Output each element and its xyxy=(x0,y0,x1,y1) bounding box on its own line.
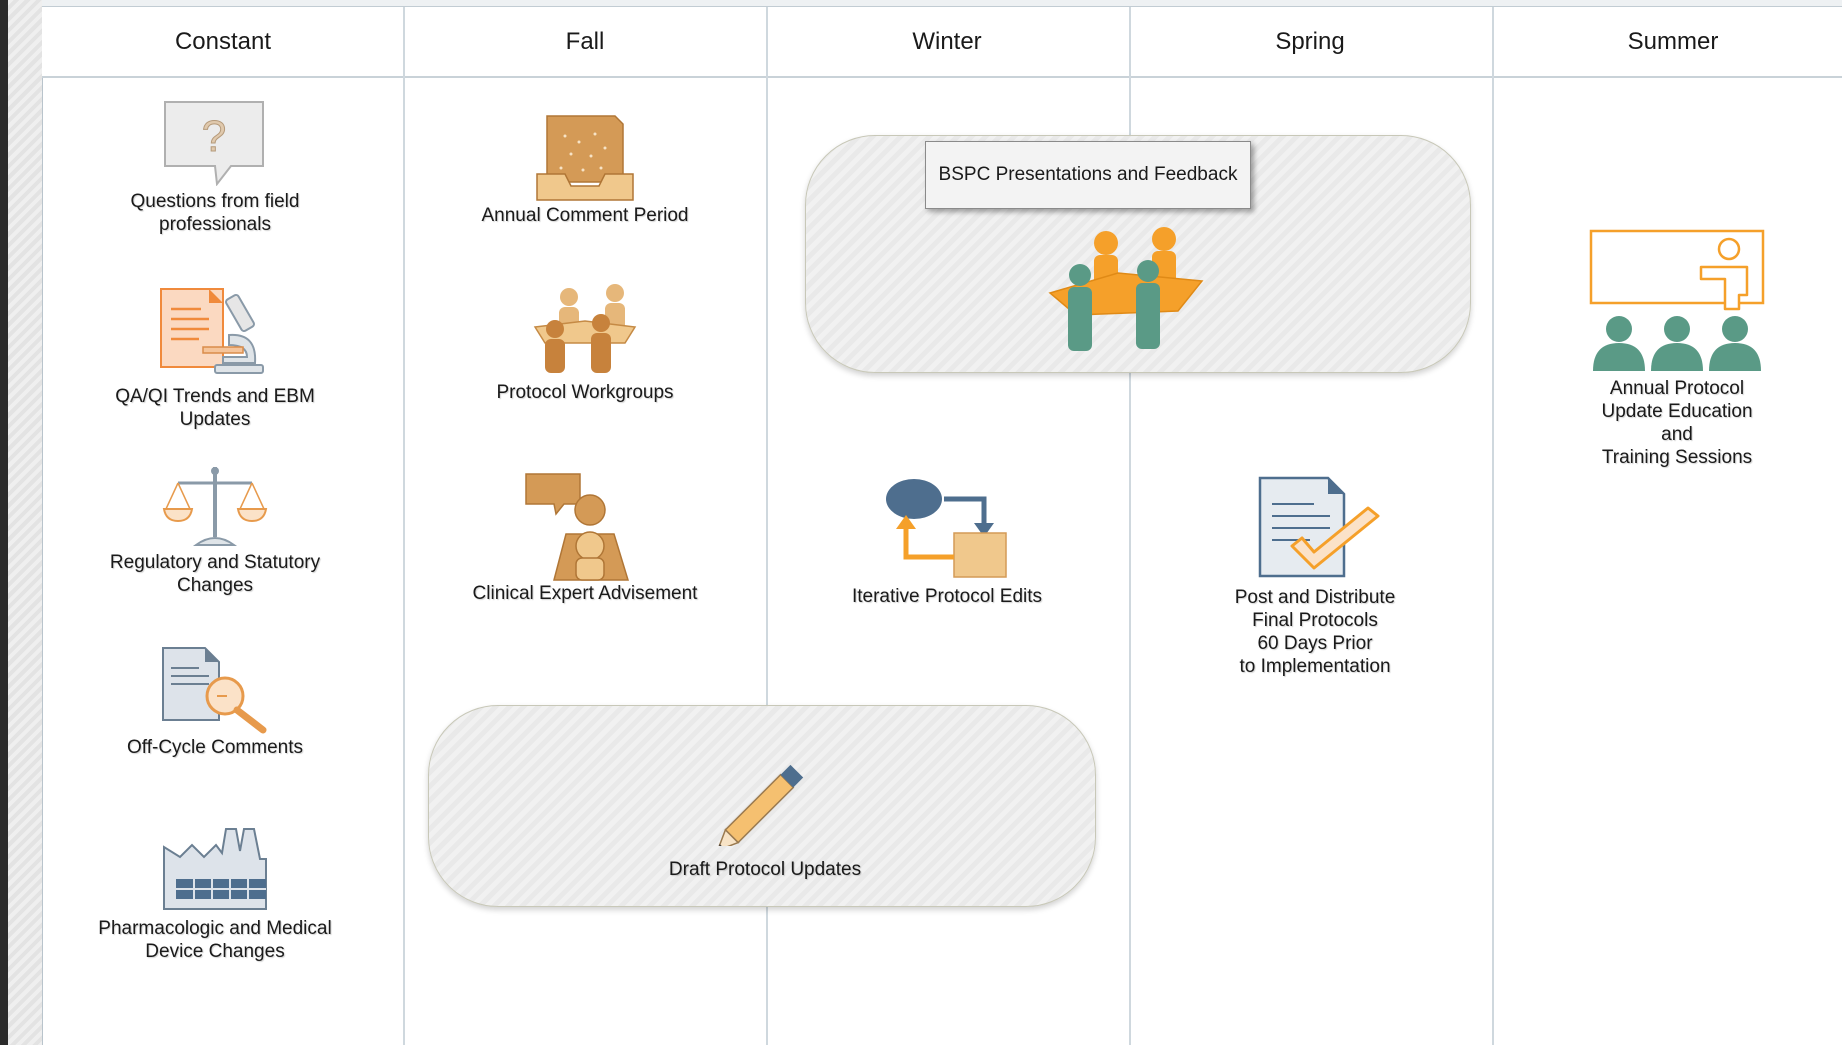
workgroups-item: Protocol Workgroups xyxy=(460,283,710,404)
regulatory-item: Regulatory and Statutory Changes xyxy=(95,463,335,597)
document-magnifier-icon xyxy=(162,647,267,734)
column-header-fall: Fall xyxy=(565,27,605,55)
lane-divider xyxy=(1129,7,1131,1045)
left-margin-strip xyxy=(8,0,43,1045)
questions-label: Questions from field professionals xyxy=(130,191,300,235)
expert-speaking-icon xyxy=(525,473,630,581)
classroom-training-icon xyxy=(1589,229,1765,371)
swimlane-header: Constant Fall Winter Spring Summer xyxy=(42,7,1842,78)
training-item: Annual Protocol Update Education and Tra… xyxy=(1567,229,1787,469)
document-microscope-icon xyxy=(160,288,264,374)
balance-scale-icon xyxy=(162,467,268,546)
pharma-item: Pharmacologic and Medical Device Changes xyxy=(90,823,340,963)
iterative-item: Iterative Protocol Edits xyxy=(822,477,1072,608)
inbox-document-icon xyxy=(536,115,634,201)
top-border xyxy=(42,0,1842,7)
meeting-group-icon xyxy=(533,284,637,373)
document-check-icon xyxy=(1258,476,1380,578)
speech-bubble-question-icon: ? xyxy=(164,101,264,186)
annual-comment-item: Annual Comment Period xyxy=(460,112,710,227)
annual-comment-label: Annual Comment Period xyxy=(481,205,689,226)
offcycle-label: Off-Cycle Comments xyxy=(127,737,303,758)
qaqi-item: QA/QI Trends and EBM Updates xyxy=(100,285,330,431)
clinical-label: Clinical Expert Advisement xyxy=(472,583,698,604)
workgroups-label: Protocol Workgroups xyxy=(496,382,674,403)
pharma-label: Pharmacologic and Medical Device Changes xyxy=(98,918,332,962)
svg-text:?: ? xyxy=(202,112,226,161)
draft-label: Draft Protocol Updates xyxy=(668,859,862,880)
iterative-label: Iterative Protocol Edits xyxy=(851,586,1043,607)
window-edge xyxy=(0,0,8,1045)
post-label: Post and Distribute Final Protocols 60 D… xyxy=(1234,587,1396,677)
pencil-icon xyxy=(716,764,804,846)
bspc-title-box: BSPC Presentations and Feedback xyxy=(925,141,1251,209)
training-label: Annual Protocol Update Education and Tra… xyxy=(1601,378,1753,468)
presentation-group-icon xyxy=(1048,227,1204,351)
column-header-summer: Summer xyxy=(1627,27,1719,55)
draft-item: Draft Protocol Updates xyxy=(640,760,890,881)
lane-divider xyxy=(1492,7,1494,1045)
post-item: Post and Distribute Final Protocols 60 D… xyxy=(1200,476,1430,678)
factory-icon xyxy=(163,828,267,910)
qaqi-label: QA/QI Trends and EBM Updates xyxy=(115,386,315,430)
column-header-constant: Constant xyxy=(174,27,272,55)
clinical-item: Clinical Expert Advisement xyxy=(460,470,710,605)
regulatory-label: Regulatory and Statutory Changes xyxy=(109,552,321,596)
offcycle-item: Off-Cycle Comments xyxy=(105,644,325,759)
lane-divider xyxy=(403,7,405,1045)
column-header-winter: Winter xyxy=(912,27,982,55)
lane-divider xyxy=(766,7,768,1045)
questions-item: ? Questions from field professionals xyxy=(105,96,325,236)
edit-cycle-icon xyxy=(886,479,1007,578)
column-header-spring: Spring xyxy=(1275,27,1345,55)
